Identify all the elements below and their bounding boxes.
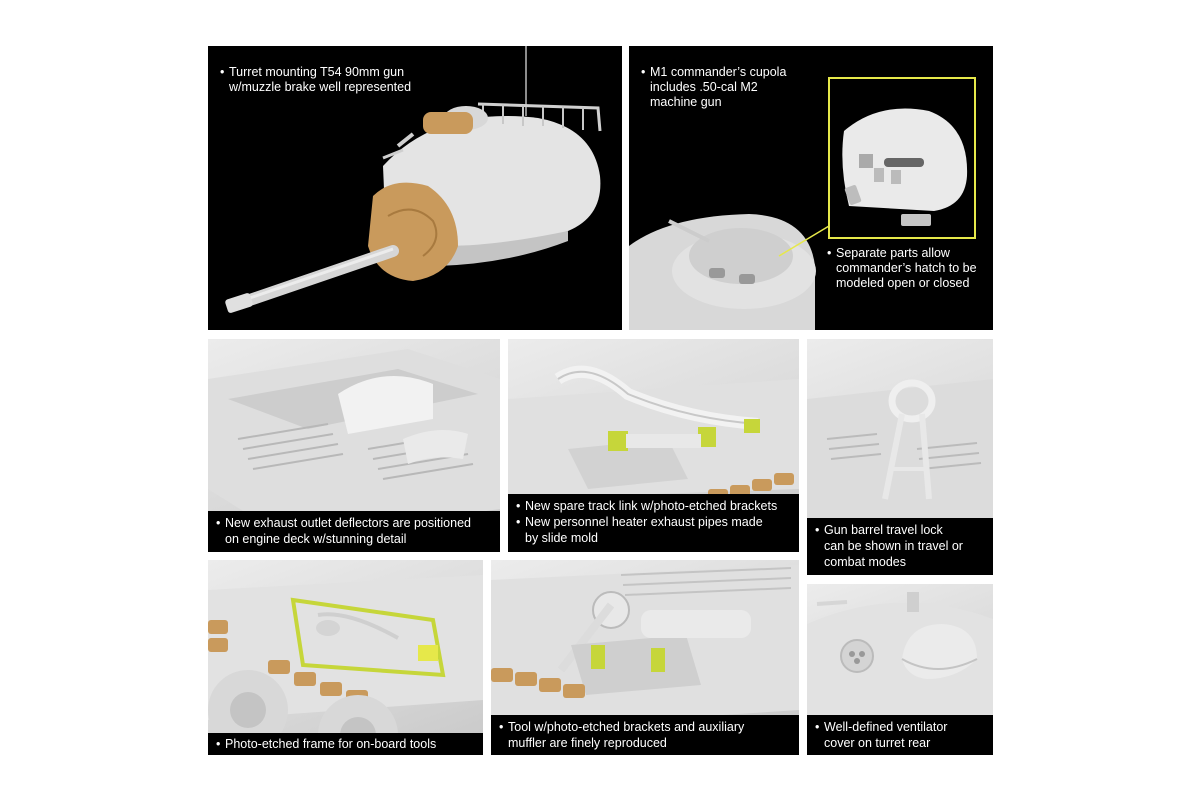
turret-caption: Turret mounting T54 90mm gun w/muzzle br… [220,65,411,95]
ventilator-caption: Well-defined ventilator cover on turret … [807,715,993,755]
caption-line: can be shown in travel or [824,539,963,553]
caption-line: Photo-etched frame for on-board tools [216,736,475,752]
caption-line: M1 commander’s cupola [641,65,786,80]
caption-line: combat modes [824,555,906,569]
caption-line: Gun barrel travel lock [815,522,985,538]
muffler-illustration [491,565,799,730]
caption-line: w/muzzle brake well represented [229,80,412,94]
muffler-caption: Tool w/photo-etched brackets and auxilia… [491,715,799,755]
exhaust-caption: New exhaust outlet deflectors are positi… [208,511,500,552]
travel-lock-caption: Gun barrel travel lock can be shown in t… [807,518,993,575]
cupola-inset-caption: Separate parts allow commander’s hatch t… [827,246,977,291]
caption-line: Tool w/photo-etched brackets and auxilia… [499,719,791,735]
caption-line: cover on turret rear [824,736,931,750]
spare-track-illustration [508,365,799,501]
turret-illustration [225,46,602,313]
caption-line: New spare track link w/photo-etched brac… [516,498,791,514]
caption-line: New exhaust outlet deflectors are positi… [216,515,492,531]
tools-frame-caption: Photo-etched frame for on-board tools [208,733,483,755]
caption-line: muffler are finely reproduced [508,736,667,750]
engine-deck-illustration [208,349,500,539]
caption-line: on engine deck w/stunning detail [225,532,407,546]
caption-line: modeled open or closed [836,276,970,290]
muffler-panel: Tool w/photo-etched brackets and auxilia… [491,560,799,755]
cupola-illustration [629,77,976,330]
cupola-caption: M1 commander’s cupola includes .50-cal M… [641,65,786,110]
caption-line: New personnel heater exhaust pipes made [516,514,791,530]
exhaust-panel: New exhaust outlet deflectors are positi… [208,339,500,552]
tools-frame-panel: Photo-etched frame for on-board tools [208,560,483,755]
caption-line: Separate parts allow [827,246,977,261]
caption-line: includes .50-cal M2 [650,80,758,94]
caption-line: machine gun [650,95,722,109]
caption-line: commander’s hatch to be [836,261,977,275]
spare-track-panel: New spare track link w/photo-etched brac… [508,339,799,552]
caption-line: Turret mounting T54 90mm gun [220,65,411,80]
spare-track-caption: New spare track link w/photo-etched brac… [508,494,799,552]
caption-line: by slide mold [525,531,598,545]
caption-line: Well-defined ventilator [815,719,985,735]
travel-lock-panel: Gun barrel travel lock can be shown in t… [807,339,993,575]
cupola-panel: M1 commander’s cupola includes .50-cal M… [629,46,993,330]
turret-panel: Turret mounting T54 90mm gun w/muzzle br… [208,46,622,330]
tools-frame-illustration [208,575,483,755]
ventilator-panel: Well-defined ventilator cover on turret … [807,584,993,755]
travel-lock-illustration [807,379,993,559]
